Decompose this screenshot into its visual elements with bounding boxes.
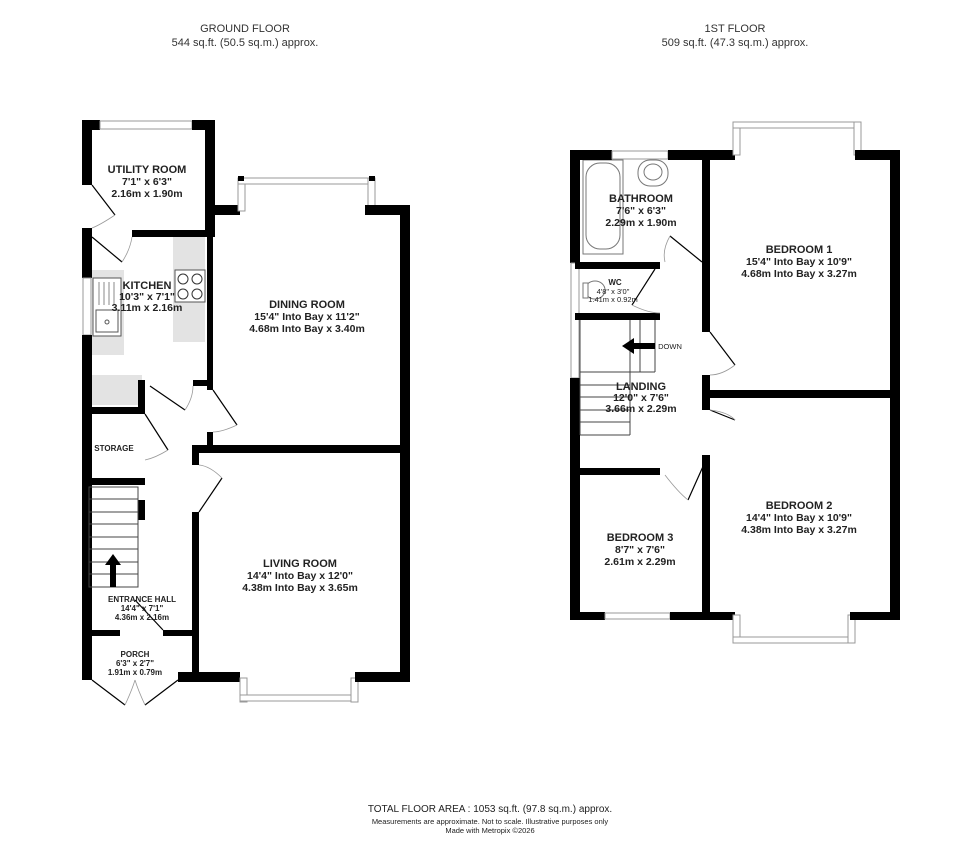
washbasin-icon	[637, 159, 669, 187]
door	[664, 461, 706, 501]
credit: Made with Metropix ©2026	[445, 826, 534, 835]
bath-icon	[582, 159, 624, 255]
total-floor-area: TOTAL FLOOR AREA : 1053 sq.ft. (97.8 sq.…	[368, 804, 612, 815]
toilet-icon	[582, 280, 606, 300]
kitchen-counter	[92, 375, 142, 405]
room-dimensions-imperial: 8'7" x 7'6"	[615, 544, 665, 556]
room-dimensions-imperial: 7'6" x 6'3"	[616, 205, 666, 217]
door	[144, 413, 169, 461]
window	[611, 150, 669, 160]
room-dimensions-imperial: 12'0" x 7'6"	[613, 392, 669, 404]
room-dimensions-imperial: 14'4" x 7'1"	[121, 604, 164, 613]
disclaimer: Measurements are approximate. Not to sca…	[372, 817, 609, 826]
room-name: LIVING ROOM	[263, 558, 337, 570]
room-name: BATHROOM	[609, 193, 673, 205]
room-dimensions-metric: 2.61m x 2.29m	[604, 556, 675, 568]
room-dimensions-metric: 3.66m x 2.29m	[605, 403, 676, 415]
ground-floor-title: GROUND FLOOR	[200, 23, 290, 35]
door	[91, 236, 133, 263]
room-name: DINING ROOM	[269, 299, 345, 311]
room-dimensions-imperial: 14'4" Into Bay x 12'0"	[247, 570, 353, 582]
room-name: BEDROOM 3	[607, 532, 674, 544]
door	[663, 235, 703, 263]
room-name: ENTRANCE HALL	[108, 595, 176, 604]
bay-window	[732, 614, 856, 644]
room-dimensions-imperial: 10'3" x 7'1"	[119, 291, 175, 303]
room-dimensions-imperial: 15'4" Into Bay x 11'2"	[254, 311, 359, 323]
room-dimensions-metric: 1.41m x 0.92m	[588, 295, 638, 304]
door	[631, 268, 661, 314]
room-dimensions-metric: 3.11m x 2.16m	[112, 302, 183, 314]
first-floor-title: 1ST FLOOR	[705, 23, 766, 35]
door	[91, 184, 116, 229]
room-dimensions-imperial: 7'1" x 6'3"	[122, 176, 172, 188]
window	[82, 277, 92, 336]
room-name: BEDROOM 1	[766, 244, 833, 256]
room-dimensions-metric: 2.29m x 1.90m	[605, 217, 676, 229]
room-name: WC	[608, 278, 622, 287]
room-name: STORAGE	[94, 444, 134, 453]
door	[709, 331, 736, 376]
staircase: DOWN	[579, 320, 682, 436]
bay-window	[732, 121, 862, 156]
door	[149, 385, 194, 411]
door	[198, 464, 223, 513]
porch-doors	[91, 679, 179, 706]
room-dimensions-imperial: 6'3" x 2'7"	[116, 659, 154, 668]
bay-window	[239, 677, 359, 703]
room-name: UTILITY ROOM	[108, 164, 187, 176]
window	[570, 262, 580, 379]
ground-floor-plan: UTILITY ROOM 7'1" x 6'3" 2.16m x 1.90m K…	[82, 120, 410, 706]
ground-floor-area: 544 sq.ft. (50.5 sq.m.) approx.	[172, 37, 319, 49]
door	[709, 409, 736, 421]
stair-direction-label: DOWN	[658, 342, 682, 351]
room-dimensions-metric: 4.68m Into Bay x 3.27m	[741, 268, 857, 280]
first-floor-area: 509 sq.ft. (47.3 sq.m.) approx.	[662, 37, 809, 49]
door	[212, 389, 238, 433]
room-dimensions-metric: 4.68m Into Bay x 3.40m	[249, 323, 365, 335]
bay-window	[237, 176, 376, 212]
down-arrow-icon	[622, 338, 655, 354]
room-dimensions-metric: 4.36m x 2.16m	[115, 613, 169, 622]
room-dimensions-metric: 2.16m x 1.90m	[111, 188, 182, 200]
room-dimensions-metric: 1.91m x 0.79m	[108, 668, 162, 677]
room-name: BEDROOM 2	[766, 500, 833, 512]
room-dimensions-imperial: 15'4" Into Bay x 10'9"	[746, 256, 852, 268]
hob-icon	[174, 269, 206, 303]
room-name: PORCH	[121, 650, 150, 659]
sink-icon	[92, 277, 122, 337]
up-arrow-icon	[105, 554, 121, 587]
room-name: KITCHEN	[123, 280, 172, 292]
room-name: LANDING	[616, 381, 666, 393]
room-dimensions-imperial: 4'8" x 3'0"	[597, 287, 630, 296]
window	[99, 120, 193, 130]
window	[604, 612, 671, 620]
staircase	[88, 486, 139, 588]
room-dimensions-metric: 4.38m Into Bay x 3.65m	[242, 582, 358, 594]
room-dimensions-metric: 4.38m Into Bay x 3.27m	[741, 524, 857, 536]
room-dimensions-imperial: 14'4" Into Bay x 10'9"	[746, 512, 852, 524]
first-floor-plan: DOWN BATHROOM 7'6" x 6'3" 2.29m x 1.90m …	[570, 121, 900, 644]
door	[134, 599, 164, 631]
